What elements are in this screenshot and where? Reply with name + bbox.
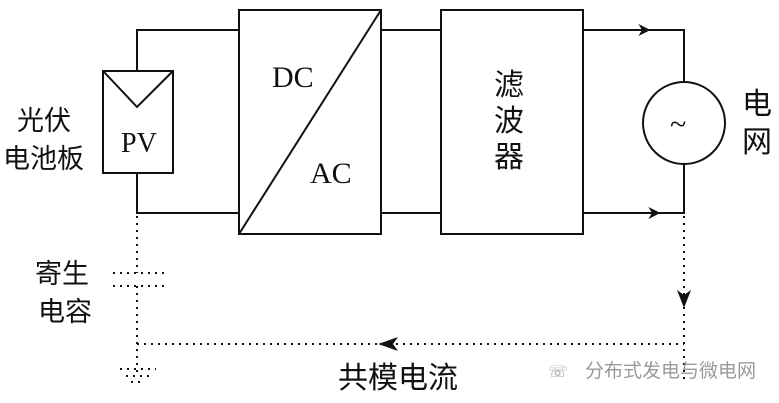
pv-label-line1: 光伏 xyxy=(17,106,71,137)
grid-sine-symbol: ~ xyxy=(670,108,686,141)
parasitic-cap-label-2: 电容 xyxy=(38,297,92,328)
grid-label-2: 网 xyxy=(742,125,772,160)
dc-ac-inverter-box xyxy=(238,9,382,235)
pv-panel-box xyxy=(102,70,174,174)
inverter-ac-label: AC xyxy=(310,157,352,190)
grid-source-circle xyxy=(642,81,726,165)
common-mode-arrow-down xyxy=(677,290,691,308)
common-mode-arrow-left xyxy=(378,337,398,351)
wire-top-left xyxy=(136,29,239,71)
parasitic-cap-label-1: 寄生 xyxy=(35,259,89,290)
inverter-diagonal xyxy=(238,9,382,235)
grid-label-1: 电 xyxy=(742,87,772,122)
pv-box-text: PV xyxy=(121,128,157,159)
pv-panel-chevron xyxy=(103,71,173,109)
watermark-text: 分布式发电与微电网 xyxy=(585,360,756,382)
common-mode-current-label: 共模电流 xyxy=(338,361,458,396)
filter-label-1: 滤 xyxy=(494,68,524,103)
filter-box xyxy=(440,9,584,235)
watermark-icon: ☏ xyxy=(548,362,568,381)
filter-label-3: 器 xyxy=(494,140,524,175)
wire-top-right xyxy=(583,29,685,82)
pv-label-line2: 电池板 xyxy=(3,144,84,175)
wire-bottom-left xyxy=(136,173,239,214)
wire-bottom-right xyxy=(583,164,685,214)
inverter-dc-label: DC xyxy=(272,61,314,94)
filter-label-2: 波 xyxy=(494,104,524,139)
